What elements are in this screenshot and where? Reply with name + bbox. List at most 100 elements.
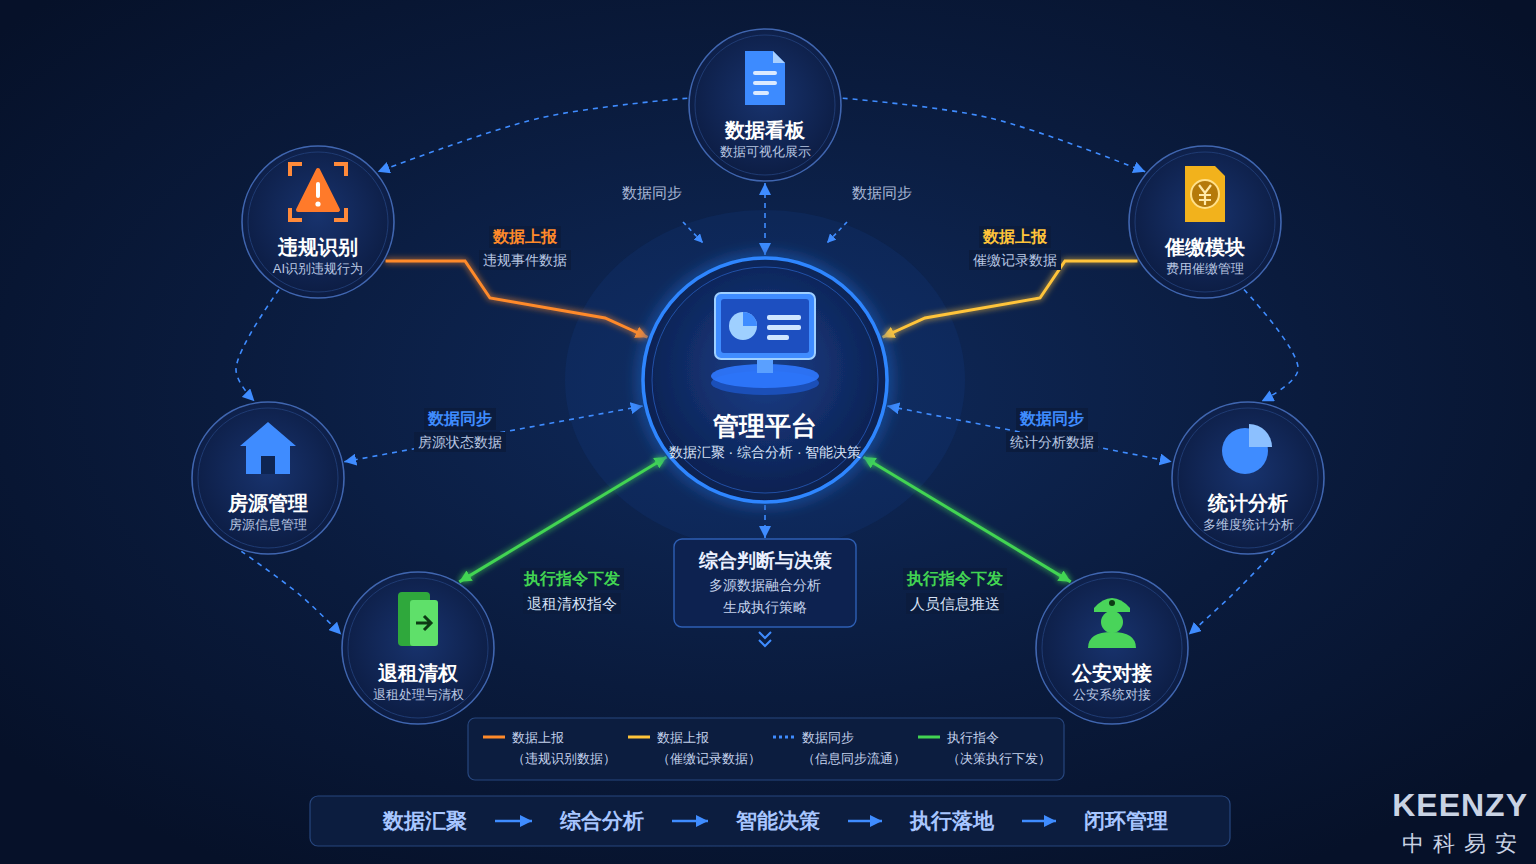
node-outline xyxy=(1034,570,1190,726)
connector xyxy=(887,406,1171,462)
node-outline xyxy=(1127,144,1283,300)
text-group: 智能决策 xyxy=(736,807,820,835)
flow-step: 执行落地 xyxy=(882,801,1022,841)
sync-arrow xyxy=(683,222,703,243)
flow-note: 房源状态数据 xyxy=(414,432,506,452)
legend-line xyxy=(482,727,506,747)
module-circle: 统计分析多维度统计分析 xyxy=(1170,400,1326,556)
text-group: 违规识别AI识别违规行为 xyxy=(240,144,396,278)
node-subtitle: 退租处理与清权 xyxy=(373,686,464,704)
flow-note: 退租清权指令 xyxy=(523,593,621,614)
node-icon xyxy=(1088,598,1136,648)
flow-band xyxy=(310,796,1230,846)
text-group: 退租清权退租处理与清权 xyxy=(340,570,496,704)
connector xyxy=(344,406,642,462)
node-icon xyxy=(290,164,346,220)
text-group: 执行落地 xyxy=(910,807,994,835)
node-title: 房源管理 xyxy=(228,490,308,516)
connector xyxy=(1022,820,1056,822)
flow-note: 催缴记录数据 xyxy=(969,250,1061,270)
module-circle: 公安对接公安系统对接 xyxy=(1034,570,1190,726)
watermark: 中科易安 xyxy=(1402,830,1526,858)
node-outline xyxy=(190,400,346,556)
node-icon xyxy=(1222,424,1272,474)
connector xyxy=(672,820,708,822)
legend-line xyxy=(772,727,796,747)
node-title: 闭环管理 xyxy=(1084,807,1168,835)
connector xyxy=(764,183,766,255)
legend-line xyxy=(627,727,651,747)
module-circle: 催缴模块费用催缴管理 xyxy=(1127,144,1283,300)
connector xyxy=(864,457,1071,582)
text-group: 催缴模块费用催缴管理 xyxy=(1127,144,1283,278)
node-title: 公安对接 xyxy=(1072,660,1152,686)
edge-label: 数据同步 xyxy=(1016,408,1088,430)
text-group: 统计分析多维度统计分析 xyxy=(1170,400,1326,534)
edge-label: 执行指令下发 xyxy=(903,568,1007,590)
node-subtitle: 多源数据融合分析 生成执行策略 xyxy=(685,574,845,618)
flow-step: 数据汇聚 xyxy=(355,801,495,841)
module-circle: 房源管理房源信息管理 xyxy=(190,400,346,556)
center-glow xyxy=(565,210,965,550)
node-subtitle: 多维度统计分析 xyxy=(1203,516,1294,534)
text-group: 综合判断与决策多源数据融合分析 生成执行策略 xyxy=(675,540,855,626)
node-subtitle: 房源信息管理 xyxy=(229,516,307,534)
flow-step: 闭环管理 xyxy=(1056,801,1196,841)
text-group: 数据看板数据可视化展示 xyxy=(687,27,843,161)
connector xyxy=(882,261,1137,337)
edge-label: 数据上报 xyxy=(489,226,561,248)
text-group: 公安对接公安系统对接 xyxy=(1034,570,1190,704)
node-icon xyxy=(711,293,819,395)
node-outline xyxy=(340,570,496,726)
node-outline xyxy=(640,255,890,505)
node-title: 违规识别 xyxy=(278,234,358,260)
legend-box xyxy=(468,718,1064,780)
flow-note: 数据同步 xyxy=(852,182,912,203)
watermark: KEENZY xyxy=(1392,786,1528,824)
node-title: 执行落地 xyxy=(910,807,994,835)
edge-label: 执行指令下发 xyxy=(520,568,624,590)
module-circle: 违规识别AI识别违规行为 xyxy=(240,144,396,300)
node-title: 综合判断与决策 xyxy=(699,548,832,574)
legend-text: 执行指令 （决策执行下发） xyxy=(947,727,1057,769)
connector xyxy=(459,457,666,582)
node-title: 智能决策 xyxy=(736,807,820,835)
flow-step: 综合分析 xyxy=(532,801,672,841)
edge-label: 数据同步 xyxy=(424,408,496,430)
node-icon xyxy=(398,592,438,646)
legend-entry: 数据同步 （信息同步流通） xyxy=(772,727,912,769)
node-outline xyxy=(1170,400,1326,556)
legend-text: 数据上报 （违规识别数据） xyxy=(512,727,622,769)
connector xyxy=(495,820,532,822)
edge-label: 数据上报 xyxy=(979,226,1051,248)
flow-step: 智能决策 xyxy=(708,801,848,841)
sync-arrow xyxy=(827,222,847,243)
connector xyxy=(764,505,766,538)
node-subtitle: 费用催缴管理 xyxy=(1166,260,1244,278)
node-icon xyxy=(1185,166,1225,222)
node-icon xyxy=(240,422,296,474)
node-subtitle: 公安系统对接 xyxy=(1073,686,1151,704)
legend-entry: 执行指令 （决策执行下发） xyxy=(917,727,1057,769)
node-outline xyxy=(687,27,843,183)
legend-line xyxy=(917,727,941,747)
node-outline xyxy=(240,144,396,300)
text-group: 房源管理房源信息管理 xyxy=(190,400,346,534)
connector xyxy=(843,98,1146,172)
connector xyxy=(1189,551,1275,634)
node-icon xyxy=(745,51,785,105)
legend-entry: 数据上报 （催缴记录数据） xyxy=(627,727,767,769)
node-title: 管理平台 xyxy=(713,409,817,443)
flow-note: 统计分析数据 xyxy=(1006,432,1098,452)
connector xyxy=(386,261,648,337)
node-title: 数据汇聚 xyxy=(383,807,467,835)
connector xyxy=(1244,290,1298,402)
connector xyxy=(241,551,341,634)
connector xyxy=(378,98,688,172)
connector xyxy=(236,290,279,402)
node-title: 统计分析 xyxy=(1208,490,1288,516)
flow-note: 人员信息推送 xyxy=(906,593,1004,614)
legend-text: 数据同步 （信息同步流通） xyxy=(802,727,912,769)
